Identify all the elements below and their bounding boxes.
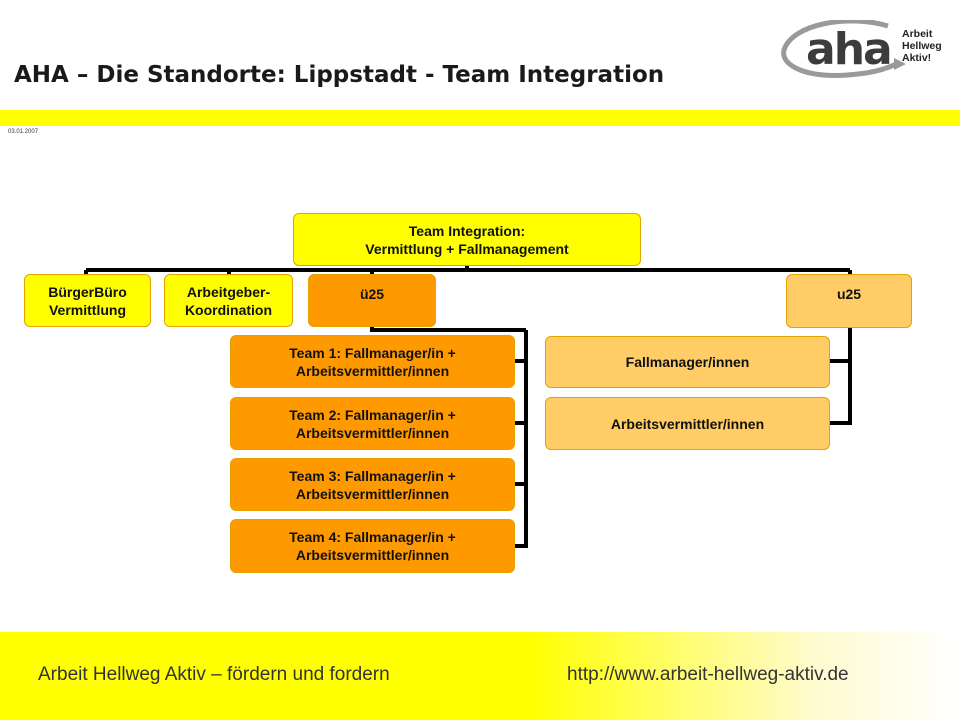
footer-slogan: Arbeit Hellweg Aktiv – fördern und forde… bbox=[38, 664, 390, 685]
org-u25-arbeitsvermittler: Arbeitsvermittler/innen bbox=[545, 397, 830, 450]
org-node-buergerbuero-label: BürgerBüro Vermittlung bbox=[48, 283, 127, 318]
org-root-team-integration: Team Integration: Vermittlung + Fallmana… bbox=[293, 213, 641, 266]
org-u25-arbeitsvermittler-label: Arbeitsvermittler/innen bbox=[610, 415, 765, 432]
org-team-2: Team 2: Fallmanager/in + Arbeitsvermittl… bbox=[230, 397, 515, 450]
org-root-label: Team Integration: Vermittlung + Fallmana… bbox=[365, 222, 569, 257]
logo-line-1: Arbeit bbox=[902, 28, 933, 40]
org-node-u25: u25 bbox=[786, 274, 912, 328]
org-u25-fallmanager-label: Fallmanager/innen bbox=[625, 354, 750, 370]
org-node-ue25-label: ü25 bbox=[359, 286, 385, 302]
header-accent-bar bbox=[0, 110, 960, 126]
footer-url: http://www.arbeit-hellweg-aktiv.de bbox=[567, 664, 849, 685]
slide-date: 03.01.2007 bbox=[8, 129, 39, 135]
org-team-3: Team 3: Fallmanager/in + Arbeitsvermittl… bbox=[230, 458, 515, 511]
org-team-1: Team 1: Fallmanager/in + Arbeitsvermittl… bbox=[230, 335, 515, 388]
org-team-3-label: Team 3: Fallmanager/in + Arbeitsvermittl… bbox=[289, 467, 456, 502]
page-title: AHA – Die Standorte: Lippstadt - Team In… bbox=[14, 62, 665, 88]
org-team-4-label: Team 4: Fallmanager/in + Arbeitsvermittl… bbox=[289, 529, 456, 563]
org-team-4: Team 4: Fallmanager/in + Arbeitsvermittl… bbox=[230, 519, 515, 573]
org-team-2-label: Team 2: Fallmanager/in + Arbeitsvermittl… bbox=[289, 406, 456, 441]
logo-line-3: Aktiv! bbox=[902, 52, 932, 64]
logo-swoosh-icon bbox=[781, 20, 906, 78]
org-u25-fallmanager: Fallmanager/innen bbox=[545, 336, 830, 388]
logo-tagline: Arbeit Hellweg Aktiv! bbox=[902, 28, 942, 64]
footer-bar: Arbeit Hellweg Aktiv – fördern und forde… bbox=[0, 632, 960, 720]
org-node-arbeitgeber-label: Arbeitgeber- Koordination bbox=[184, 283, 273, 318]
org-node-arbeitgeber: Arbeitgeber- Koordination bbox=[164, 274, 293, 327]
aha-logo: aha Arbeit Hellweg Aktiv! bbox=[778, 20, 950, 82]
org-node-buergerbuero: BürgerBüro Vermittlung bbox=[24, 274, 151, 327]
logo-line-2: Hellweg bbox=[902, 40, 942, 52]
org-node-u25-label: u25 bbox=[836, 286, 862, 302]
org-node-ue25: ü25 bbox=[308, 274, 436, 327]
org-team-1-label: Team 1: Fallmanager/in + Arbeitsvermittl… bbox=[289, 344, 456, 379]
logo-word: aha bbox=[806, 24, 893, 75]
